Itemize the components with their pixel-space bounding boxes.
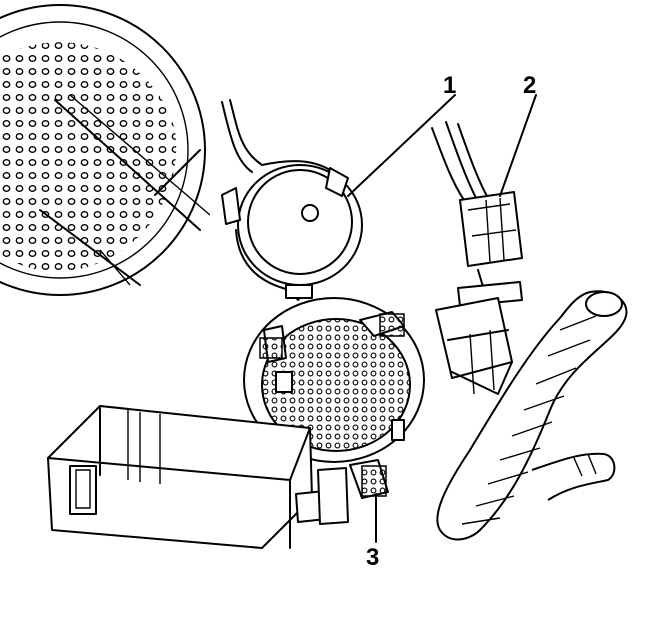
wiring-harness <box>436 290 628 541</box>
callout-label-2: 2 <box>523 72 537 99</box>
electrical-connector <box>431 121 523 395</box>
callout-leaders <box>347 94 537 543</box>
tweeter-speaker <box>221 99 363 301</box>
door-speaker-grille <box>0 4 210 296</box>
callout-label-1: 1 <box>443 72 457 99</box>
speaker-bracket-housing <box>47 405 349 549</box>
callout-label-3: 3 <box>366 544 380 571</box>
